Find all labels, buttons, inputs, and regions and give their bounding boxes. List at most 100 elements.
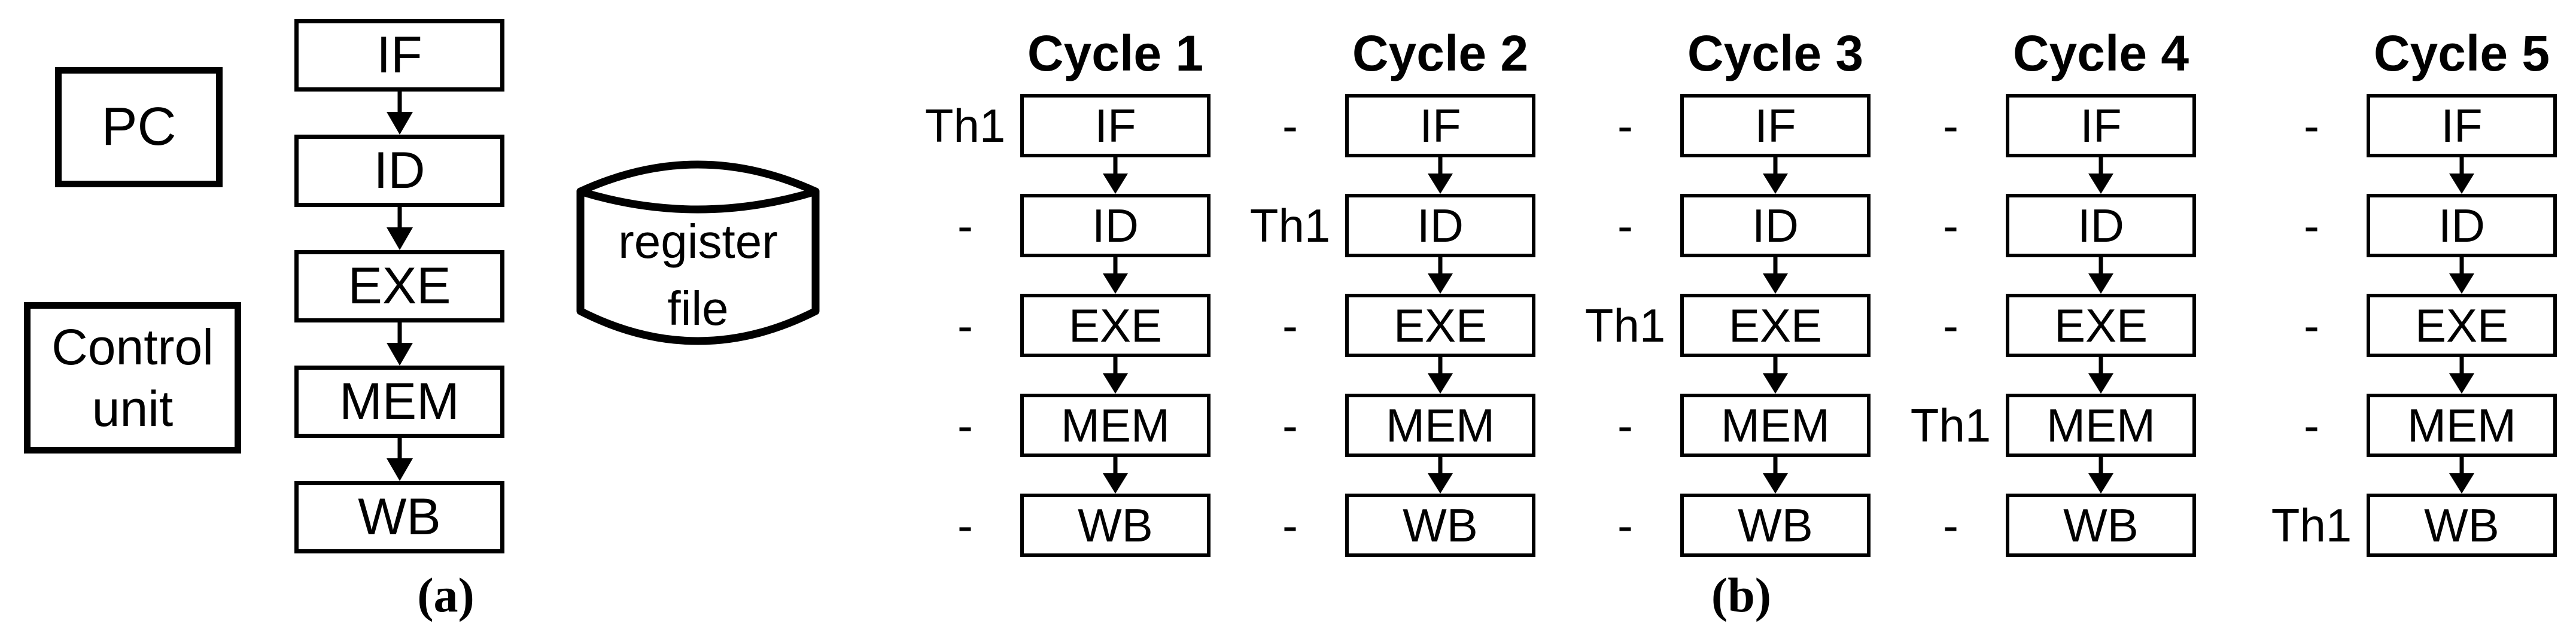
down-arrow-icon xyxy=(1427,157,1453,194)
cycle-title: Cycle 5 xyxy=(2373,25,2550,81)
stage-box-id: ID xyxy=(2006,194,2196,257)
stage-box-wb: WB xyxy=(1345,494,1535,557)
stage-label-exe: EXE xyxy=(348,257,451,315)
thread-label: - xyxy=(2304,398,2319,452)
stage-box-id: ID xyxy=(1680,194,1871,257)
cycle-title: Cycle 1 xyxy=(1027,25,1204,81)
thread-label: - xyxy=(1282,398,1298,452)
control-unit-box: Control unit xyxy=(24,302,241,454)
thread-label: - xyxy=(957,498,973,552)
stage-label-wb: WB xyxy=(1738,498,1813,552)
control-unit-label: Control unit xyxy=(51,319,214,437)
arrow-row xyxy=(1020,257,1211,294)
stage-box-id: ID xyxy=(2367,194,2557,257)
arrow-row xyxy=(1020,357,1211,394)
stage-box-id: ID xyxy=(294,135,504,207)
cycle-column-4: Cycle 5 - IF - ID - EXE - MEM xyxy=(2264,24,2557,557)
down-arrow-icon xyxy=(386,322,413,366)
arrow-row xyxy=(2006,457,2196,494)
pipeline-column: IF ID EXE MEM WB xyxy=(294,19,504,553)
thread-label: - xyxy=(1943,299,1958,352)
down-arrow-icon xyxy=(1762,257,1789,294)
stage-row: - ID xyxy=(917,194,1211,257)
thread-label: - xyxy=(1617,199,1633,252)
stage-row: - IF xyxy=(1903,94,2196,157)
arrow-row xyxy=(2367,457,2557,494)
arrow-row xyxy=(2367,157,2557,194)
stage-label-exe: EXE xyxy=(1068,299,1163,352)
stage-row: Th1 ID xyxy=(1242,194,1535,257)
thread-label: - xyxy=(1282,299,1298,352)
stage-row: - MEM xyxy=(2264,394,2557,457)
thread-label: Th1 xyxy=(1910,398,1991,452)
stage-box-wb: WB xyxy=(2006,494,2196,557)
stage-label-mem: MEM xyxy=(1721,398,1830,452)
thread-label: Th1 xyxy=(2271,498,2352,552)
stage-box-wb: WB xyxy=(294,481,504,553)
stage-label-if: IF xyxy=(2080,99,2122,152)
cycle-column-1: Cycle 2 - IF Th1 ID - EXE - MEM xyxy=(1242,24,1535,557)
register-file-label-line2: file xyxy=(667,282,729,335)
arrow-row xyxy=(1680,157,1871,194)
stage-label-mem: MEM xyxy=(2046,398,2155,452)
arrow-row xyxy=(1020,157,1211,194)
arrow-row xyxy=(1345,357,1535,394)
down-arrow-icon xyxy=(2449,157,2475,194)
stage-box-exe: EXE xyxy=(2006,294,2196,357)
stage-box-mem: MEM xyxy=(294,366,504,438)
thread-label: Th1 xyxy=(924,99,1006,152)
down-arrow-icon xyxy=(1102,257,1129,294)
stage-label-id: ID xyxy=(373,142,425,199)
stage-box-wb: WB xyxy=(1680,494,1871,557)
arrow-row xyxy=(1680,357,1871,394)
thread-label: - xyxy=(1943,99,1958,152)
down-arrow-icon xyxy=(1102,357,1129,394)
stage-box-id: ID xyxy=(1345,194,1535,257)
stage-label-wb: WB xyxy=(1078,498,1153,552)
stage-box-exe: EXE xyxy=(1020,294,1211,357)
arrow-row xyxy=(1345,157,1535,194)
stage-box-mem: MEM xyxy=(2367,394,2557,457)
stage-row: - EXE xyxy=(2264,294,2557,357)
stage-label-mem: MEM xyxy=(2407,398,2516,452)
stage-row: Th1 WB xyxy=(2264,494,2557,557)
stage-label-wb: WB xyxy=(2424,498,2499,552)
stage-row: - IF xyxy=(1242,94,1535,157)
thread-label: - xyxy=(2304,99,2319,152)
cycle-title: Cycle 2 xyxy=(1352,25,1529,81)
thread-label: - xyxy=(1282,99,1298,152)
pc-box: PC xyxy=(55,67,223,187)
down-arrow-icon xyxy=(2449,457,2475,494)
stage-row: - ID xyxy=(1577,194,1871,257)
cycle-title: Cycle 3 xyxy=(1687,25,1864,81)
stage-label-mem: MEM xyxy=(1061,398,1170,452)
stage-row: - EXE xyxy=(1903,294,2196,357)
stage-row: - IF xyxy=(2264,94,2557,157)
stage-label-id: ID xyxy=(1092,199,1139,252)
down-arrow-icon xyxy=(386,207,413,250)
stage-box-id: ID xyxy=(1020,194,1211,257)
thread-label: - xyxy=(957,199,973,252)
stage-box-if: IF xyxy=(1020,94,1211,157)
cycle-column-0: Cycle 1 Th1 IF - ID - EXE - MEM xyxy=(917,24,1211,557)
stage-row: - ID xyxy=(2264,194,2557,257)
stage-row: - WB xyxy=(1242,494,1535,557)
stage-label-if: IF xyxy=(1754,99,1796,152)
stage-box-mem: MEM xyxy=(2006,394,2196,457)
arrow-row xyxy=(1680,257,1871,294)
stage-box-exe: EXE xyxy=(1345,294,1535,357)
arrow-row xyxy=(2367,257,2557,294)
stage-label-id: ID xyxy=(2078,199,2124,252)
register-file-label-line1: register xyxy=(618,215,778,268)
down-arrow-icon xyxy=(386,92,413,135)
down-arrow-icon xyxy=(2088,257,2114,294)
stage-box-if: IF xyxy=(2367,94,2557,157)
panel-a-caption: (a) xyxy=(417,568,475,622)
stage-label-exe: EXE xyxy=(1728,299,1823,352)
down-arrow-icon xyxy=(1427,257,1453,294)
arrow-row xyxy=(1345,457,1535,494)
arrow-row xyxy=(1345,257,1535,294)
thread-label: - xyxy=(1282,498,1298,552)
thread-label: - xyxy=(2304,199,2319,252)
